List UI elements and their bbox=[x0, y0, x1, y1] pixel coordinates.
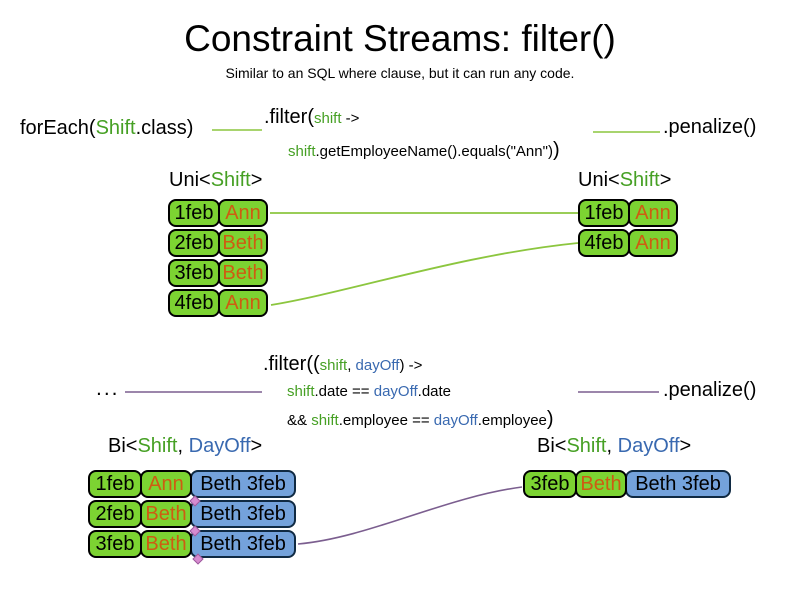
uni-shift-label-right: Uni<Shift> bbox=[578, 169, 671, 192]
bi-table-bottom-right: 3feb Beth Beth 3feb bbox=[523, 470, 731, 498]
employee-cell: Ann bbox=[140, 470, 192, 498]
date-cell: 3feb bbox=[88, 530, 142, 558]
table-row: 4feb Ann bbox=[168, 289, 268, 317]
date-compare: .date == bbox=[314, 383, 374, 400]
employee-prop: .employee bbox=[477, 412, 547, 429]
bi-label-type2: DayOff bbox=[617, 435, 680, 457]
date-cell: 2feb bbox=[168, 229, 220, 257]
date-cell: 3feb bbox=[523, 470, 577, 498]
bi-label-comma: , bbox=[177, 435, 189, 457]
date-cell: 4feb bbox=[168, 289, 220, 317]
bi-table-bottom-left: 1feb Ann Beth 3feb 2feb Beth Beth 3feb 3… bbox=[88, 470, 296, 558]
uni-label-type: Shift bbox=[619, 169, 660, 191]
penalize-top: .penalize() bbox=[663, 116, 757, 138]
date-cell: 3feb bbox=[168, 259, 220, 287]
penalize-bottom: .penalize() bbox=[663, 379, 757, 401]
table-row: 3feb Beth Beth 3feb bbox=[523, 470, 731, 498]
bi-label-right: Bi<Shift, DayOff> bbox=[537, 435, 691, 458]
filter-body-expr: .getEmployeeName().equals("Ann") bbox=[315, 143, 553, 160]
filter-call-mid-line2: shift.date == dayOff.date bbox=[287, 383, 451, 400]
foreach-prefix: forEach( bbox=[20, 117, 96, 139]
filter-close-paren: ) bbox=[546, 408, 554, 430]
shift-var: shift bbox=[311, 412, 339, 429]
filter-close-paren: ) bbox=[552, 139, 560, 161]
filter-call-mid-line1: .filter((shift, dayOff) -> bbox=[263, 353, 422, 376]
filter-body-var: shift bbox=[288, 143, 316, 160]
table-row: 2feb Beth bbox=[168, 229, 268, 257]
connector-4feb-ann bbox=[270, 242, 579, 306]
employee-cell: Beth bbox=[218, 259, 268, 287]
filter-arrow: -> bbox=[341, 110, 360, 127]
bi-label-pre: Bi< bbox=[537, 435, 567, 457]
employee-cell: Ann bbox=[218, 199, 268, 227]
shift-table-top-right: 1feb Ann 4feb Ann bbox=[578, 199, 678, 257]
date-cell: 1feb bbox=[168, 199, 220, 227]
employee-cell: Beth bbox=[140, 530, 192, 558]
bi-label-pre: Bi< bbox=[108, 435, 138, 457]
dayoff-cell: Beth 3feb bbox=[190, 530, 296, 558]
shift-table-top-left: 1feb Ann 2feb Beth 3feb Beth 4feb Ann bbox=[168, 199, 268, 317]
and-op: && bbox=[287, 412, 312, 429]
filter-param-shift: shift bbox=[314, 110, 342, 127]
date-prop: .date bbox=[417, 383, 452, 400]
employee-cell: Beth bbox=[575, 470, 627, 498]
employee-cell: Beth bbox=[140, 500, 192, 528]
ellipsis-source: ... bbox=[96, 377, 120, 400]
employee-cell: Beth bbox=[218, 229, 268, 257]
filter-comma: , bbox=[347, 357, 356, 374]
foreach-class-type: Shift bbox=[95, 117, 136, 139]
uni-label-post: > bbox=[250, 169, 263, 191]
dayoff-cell: Beth 3feb bbox=[190, 470, 296, 498]
table-row: 1feb Ann bbox=[578, 199, 678, 227]
date-cell: 4feb bbox=[578, 229, 630, 257]
page-subtitle: Similar to an SQL where clause, but it c… bbox=[225, 65, 575, 81]
filter-arrow: ) -> bbox=[399, 357, 423, 374]
connector-3feb-beth-pair bbox=[297, 486, 523, 545]
employee-cell: Ann bbox=[628, 229, 678, 257]
date-cell: 2feb bbox=[88, 500, 142, 528]
table-row: 3feb Beth bbox=[168, 259, 268, 287]
bi-label-post: > bbox=[250, 435, 263, 457]
table-row: 3feb Beth Beth 3feb bbox=[88, 530, 296, 558]
table-row: 2feb Beth Beth 3feb bbox=[88, 500, 296, 528]
filter-call-top-line1: .filter(shift -> bbox=[264, 106, 359, 129]
bi-label-post: > bbox=[679, 435, 692, 457]
employee-compare: .employee == bbox=[338, 412, 434, 429]
table-row: 1feb Ann bbox=[168, 199, 268, 227]
date-cell: 1feb bbox=[578, 199, 630, 227]
uni-label-post: > bbox=[659, 169, 672, 191]
table-row: 1feb Ann Beth 3feb bbox=[88, 470, 296, 498]
date-cell: 1feb bbox=[88, 470, 142, 498]
dayoff-var: dayOff bbox=[433, 412, 478, 429]
bi-label-left: Bi<Shift, DayOff> bbox=[108, 435, 262, 458]
filter-param-dayoff: dayOff bbox=[355, 357, 400, 374]
bi-label-type1: Shift bbox=[137, 435, 178, 457]
uni-label-type: Shift bbox=[210, 169, 251, 191]
employee-cell: Ann bbox=[218, 289, 268, 317]
filter-param-shift: shift bbox=[319, 357, 348, 374]
dayoff-cell: Beth 3feb bbox=[625, 470, 731, 498]
employee-cell: Ann bbox=[628, 199, 678, 227]
bi-label-type1: Shift bbox=[566, 435, 607, 457]
filter-call-mid-line3: && shift.employee == dayOff.employee) bbox=[287, 408, 554, 431]
table-row: 4feb Ann bbox=[578, 229, 678, 257]
dayoff-cell: Beth 3feb bbox=[190, 500, 296, 528]
uni-label-pre: Uni< bbox=[169, 169, 211, 191]
bi-label-comma: , bbox=[606, 435, 618, 457]
shift-var: shift bbox=[287, 383, 315, 400]
page-title: Constraint Streams: filter() bbox=[184, 18, 616, 59]
filter-head: .filter( bbox=[264, 106, 314, 128]
uni-label-pre: Uni< bbox=[578, 169, 620, 191]
foreach-suffix: .class) bbox=[135, 117, 194, 139]
uni-shift-label-left: Uni<Shift> bbox=[169, 169, 262, 192]
filter-head: .filter(( bbox=[263, 353, 320, 375]
bi-label-type2: DayOff bbox=[188, 435, 251, 457]
foreach-code: forEach(Shift.class) bbox=[20, 117, 193, 140]
filter-call-top-line2: shift.getEmployeeName().equals("Ann")) bbox=[288, 139, 560, 162]
dayoff-var: dayOff bbox=[373, 383, 418, 400]
